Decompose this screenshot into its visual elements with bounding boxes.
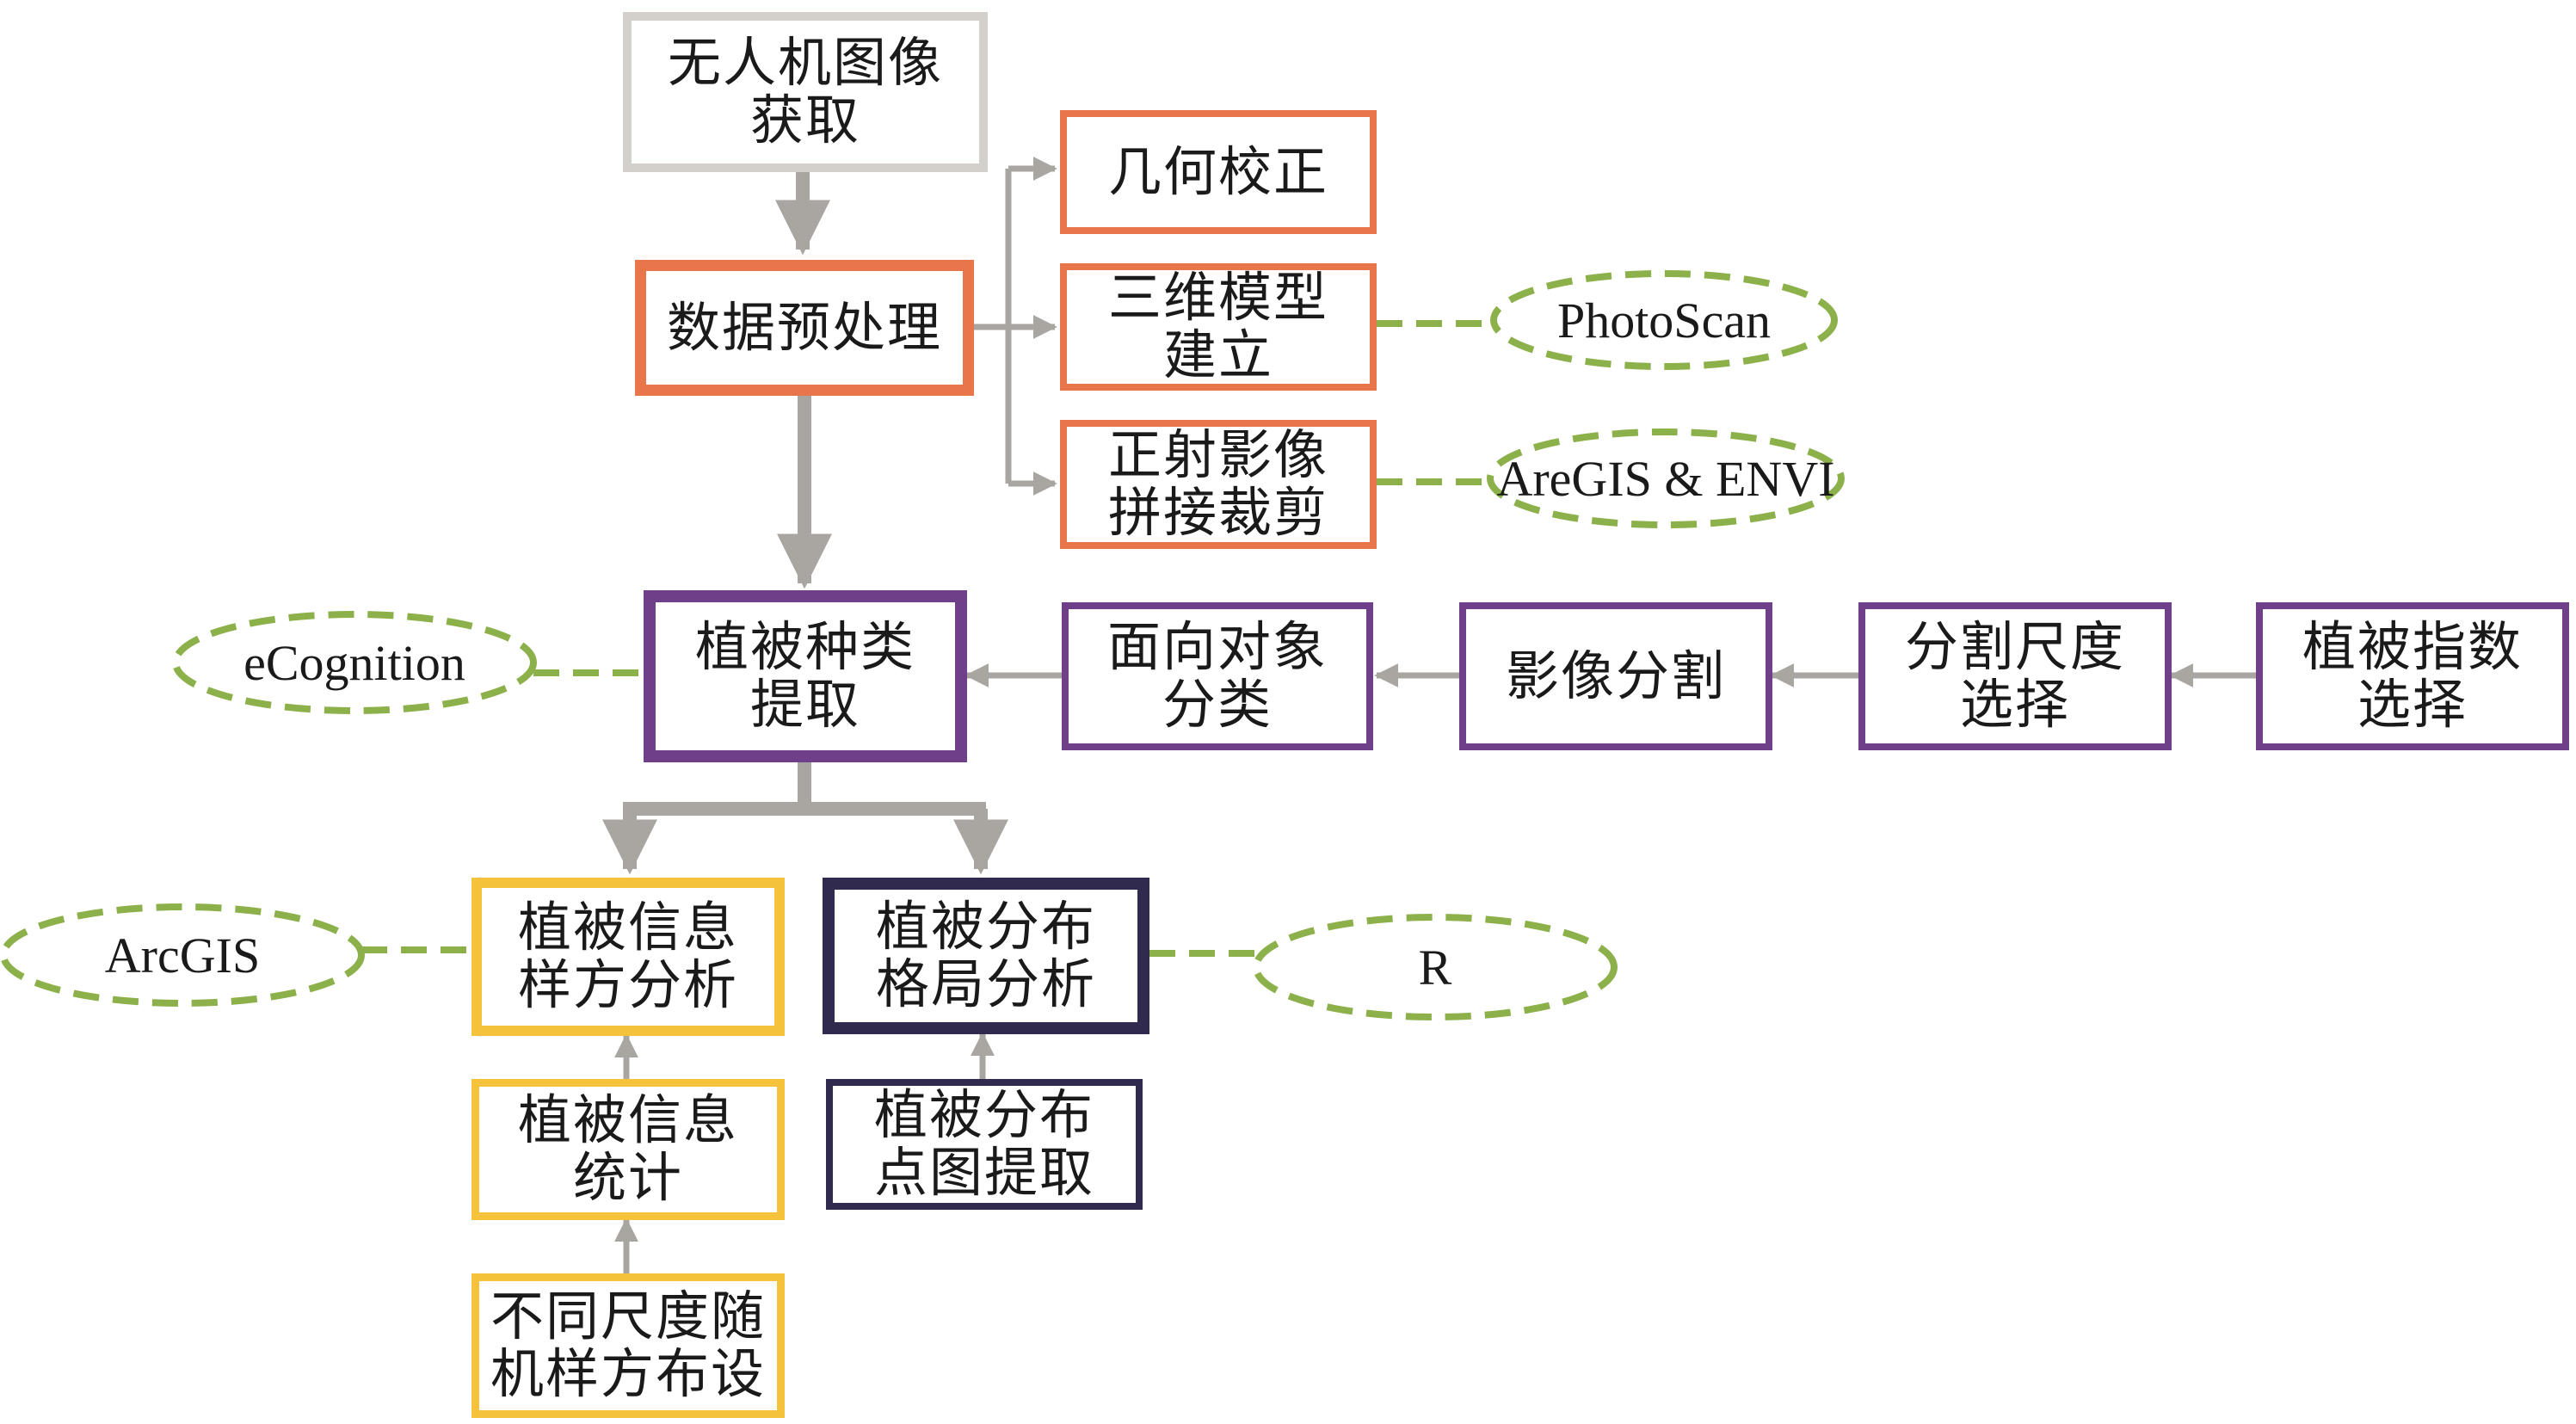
step-label-line: 植被种类 — [694, 615, 915, 679]
step-label-line: 植被分布 — [873, 1083, 1094, 1147]
step-label-line: 机样方布设 — [490, 1342, 766, 1405]
step-orthophoto-mosaic: 正射影像 拼接裁剪 — [1060, 420, 1377, 549]
step-quadrat-analysis: 植被信息 样方分析 — [471, 878, 785, 1036]
step-label-line: 三维模型 — [1107, 266, 1328, 330]
tool-label-arcgis-envi: AreGIS & ENVI — [1496, 450, 1835, 507]
tool-ellipse-ecognition — [172, 611, 537, 714]
step-label-line: 点图提取 — [873, 1141, 1094, 1204]
step-distribution-pattern-analysis: 植被分布 格局分析 — [823, 878, 1149, 1034]
step-label-line: 植被分布 — [875, 895, 1096, 959]
tool-label-r: R — [1418, 939, 1452, 996]
tool-label-photoscan: PhotoScan — [1556, 292, 1772, 348]
step-label-line: 正射影像 — [1107, 423, 1328, 487]
tool-ellipse-photoscan — [1490, 270, 1838, 370]
step-label-line: 影像分割 — [1505, 644, 1726, 707]
step-label-line: 面向对象 — [1106, 615, 1328, 679]
step-label-line: 植被指数 — [2302, 615, 2523, 679]
step-label-line: 无人机图像 — [667, 31, 943, 95]
step-vegetation-index: 植被指数 选择 — [2256, 602, 2569, 750]
tool-ellipse-arcgis-envi — [1487, 428, 1845, 528]
step-label-line: 统计 — [572, 1146, 683, 1209]
tool-label-arcgis: ArcGIS — [104, 927, 261, 983]
step-label-line: 获取 — [749, 89, 860, 151]
tool-ellipse-arcgis — [0, 903, 365, 1007]
step-3d-model: 三维模型 建立 — [1060, 263, 1377, 391]
step-distribution-point-extraction: 植被分布 点图提取 — [826, 1079, 1143, 1210]
step-label-line: 几何校正 — [1107, 139, 1328, 203]
step-label-line: 拼接裁剪 — [1107, 481, 1328, 544]
step-image-segmentation: 影像分割 — [1459, 602, 1772, 750]
step-label-line: 样方分析 — [517, 953, 738, 1016]
step-segmentation-scale: 分割尺度 选择 — [1858, 602, 2172, 750]
step-vegetation-species-extraction: 植被种类 提取 — [644, 590, 967, 762]
step-label-line: 选择 — [1959, 673, 2070, 736]
step-label-line: 提取 — [749, 673, 860, 736]
step-label-line: 格局分析 — [875, 952, 1096, 1015]
tool-label-ecognition: eCognition — [243, 634, 465, 691]
step-label-line: 分割尺度 — [1904, 615, 2125, 679]
step-geometric-correction: 几何校正 — [1060, 110, 1377, 234]
tool-ellipse-r — [1253, 914, 1618, 1020]
step-vegetation-statistics: 植被信息 统计 — [471, 1079, 785, 1220]
step-random-quadrat-layout: 不同尺度随 机样方布设 — [471, 1273, 785, 1418]
step-label-line: 不同尺度随 — [490, 1285, 766, 1348]
step-label-line: 数据预处理 — [666, 295, 942, 359]
step-label-line: 植被信息 — [517, 896, 738, 959]
step-label-line: 建立 — [1162, 324, 1273, 386]
step-data-preprocessing: 数据预处理 — [635, 260, 974, 396]
step-uav-image-acquisition: 无人机图像 获取 — [623, 12, 988, 172]
step-object-oriented-classification: 面向对象 分类 — [1062, 602, 1373, 750]
step-label-line: 植被信息 — [517, 1088, 738, 1152]
step-label-line: 选择 — [2357, 673, 2468, 736]
step-label-line: 分类 — [1162, 673, 1273, 736]
